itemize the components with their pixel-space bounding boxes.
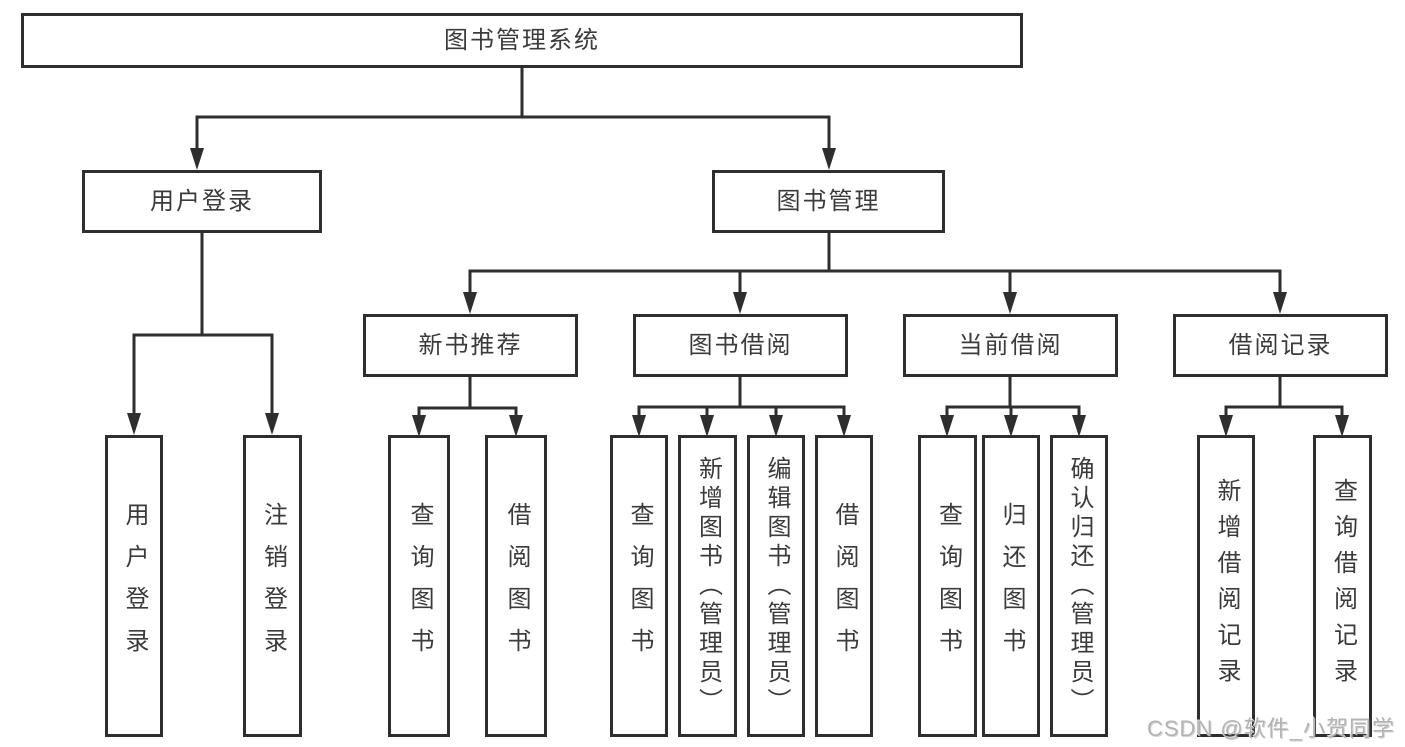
node-book-management: 图书管理 (712, 170, 945, 233)
leaf-bb-borrow-book: 借阅图书 (815, 435, 873, 737)
leaf-cb-return-book: 归还图书 (982, 435, 1040, 737)
node-root: 图书管理系统 (21, 13, 1023, 68)
leaf-cb-query-book: 查询图书 (918, 435, 977, 737)
leaf-logout: 注销登录 (243, 435, 302, 737)
watermark: CSDN @软件_小贺同学 (1146, 716, 1395, 741)
leaf-nb-borrow-book: 借阅图书 (485, 435, 547, 737)
node-user-login: 用户登录 (82, 170, 322, 233)
node-new-book-recommend: 新书推荐 (363, 314, 578, 377)
leaf-cb-confirm-return-admin: 确认归还（管理员） (1050, 435, 1108, 737)
node-current-borrow: 当前借阅 (903, 314, 1118, 377)
node-book-borrow: 图书借阅 (633, 314, 848, 377)
leaf-user-login: 用户登录 (105, 435, 163, 737)
node-borrow-records: 借阅记录 (1173, 314, 1388, 377)
leaf-bb-query-book: 查询图书 (610, 435, 668, 737)
leaf-nb-query-book: 查询图书 (388, 435, 450, 737)
leaf-bb-add-book-admin: 新增图书（管理员） (678, 435, 737, 737)
leaf-br-add-record: 新增借阅记录 (1197, 435, 1255, 737)
leaf-bb-edit-book-admin: 编辑图书（管理员） (747, 435, 805, 737)
leaf-br-query-record: 查询借阅记录 (1313, 435, 1372, 737)
